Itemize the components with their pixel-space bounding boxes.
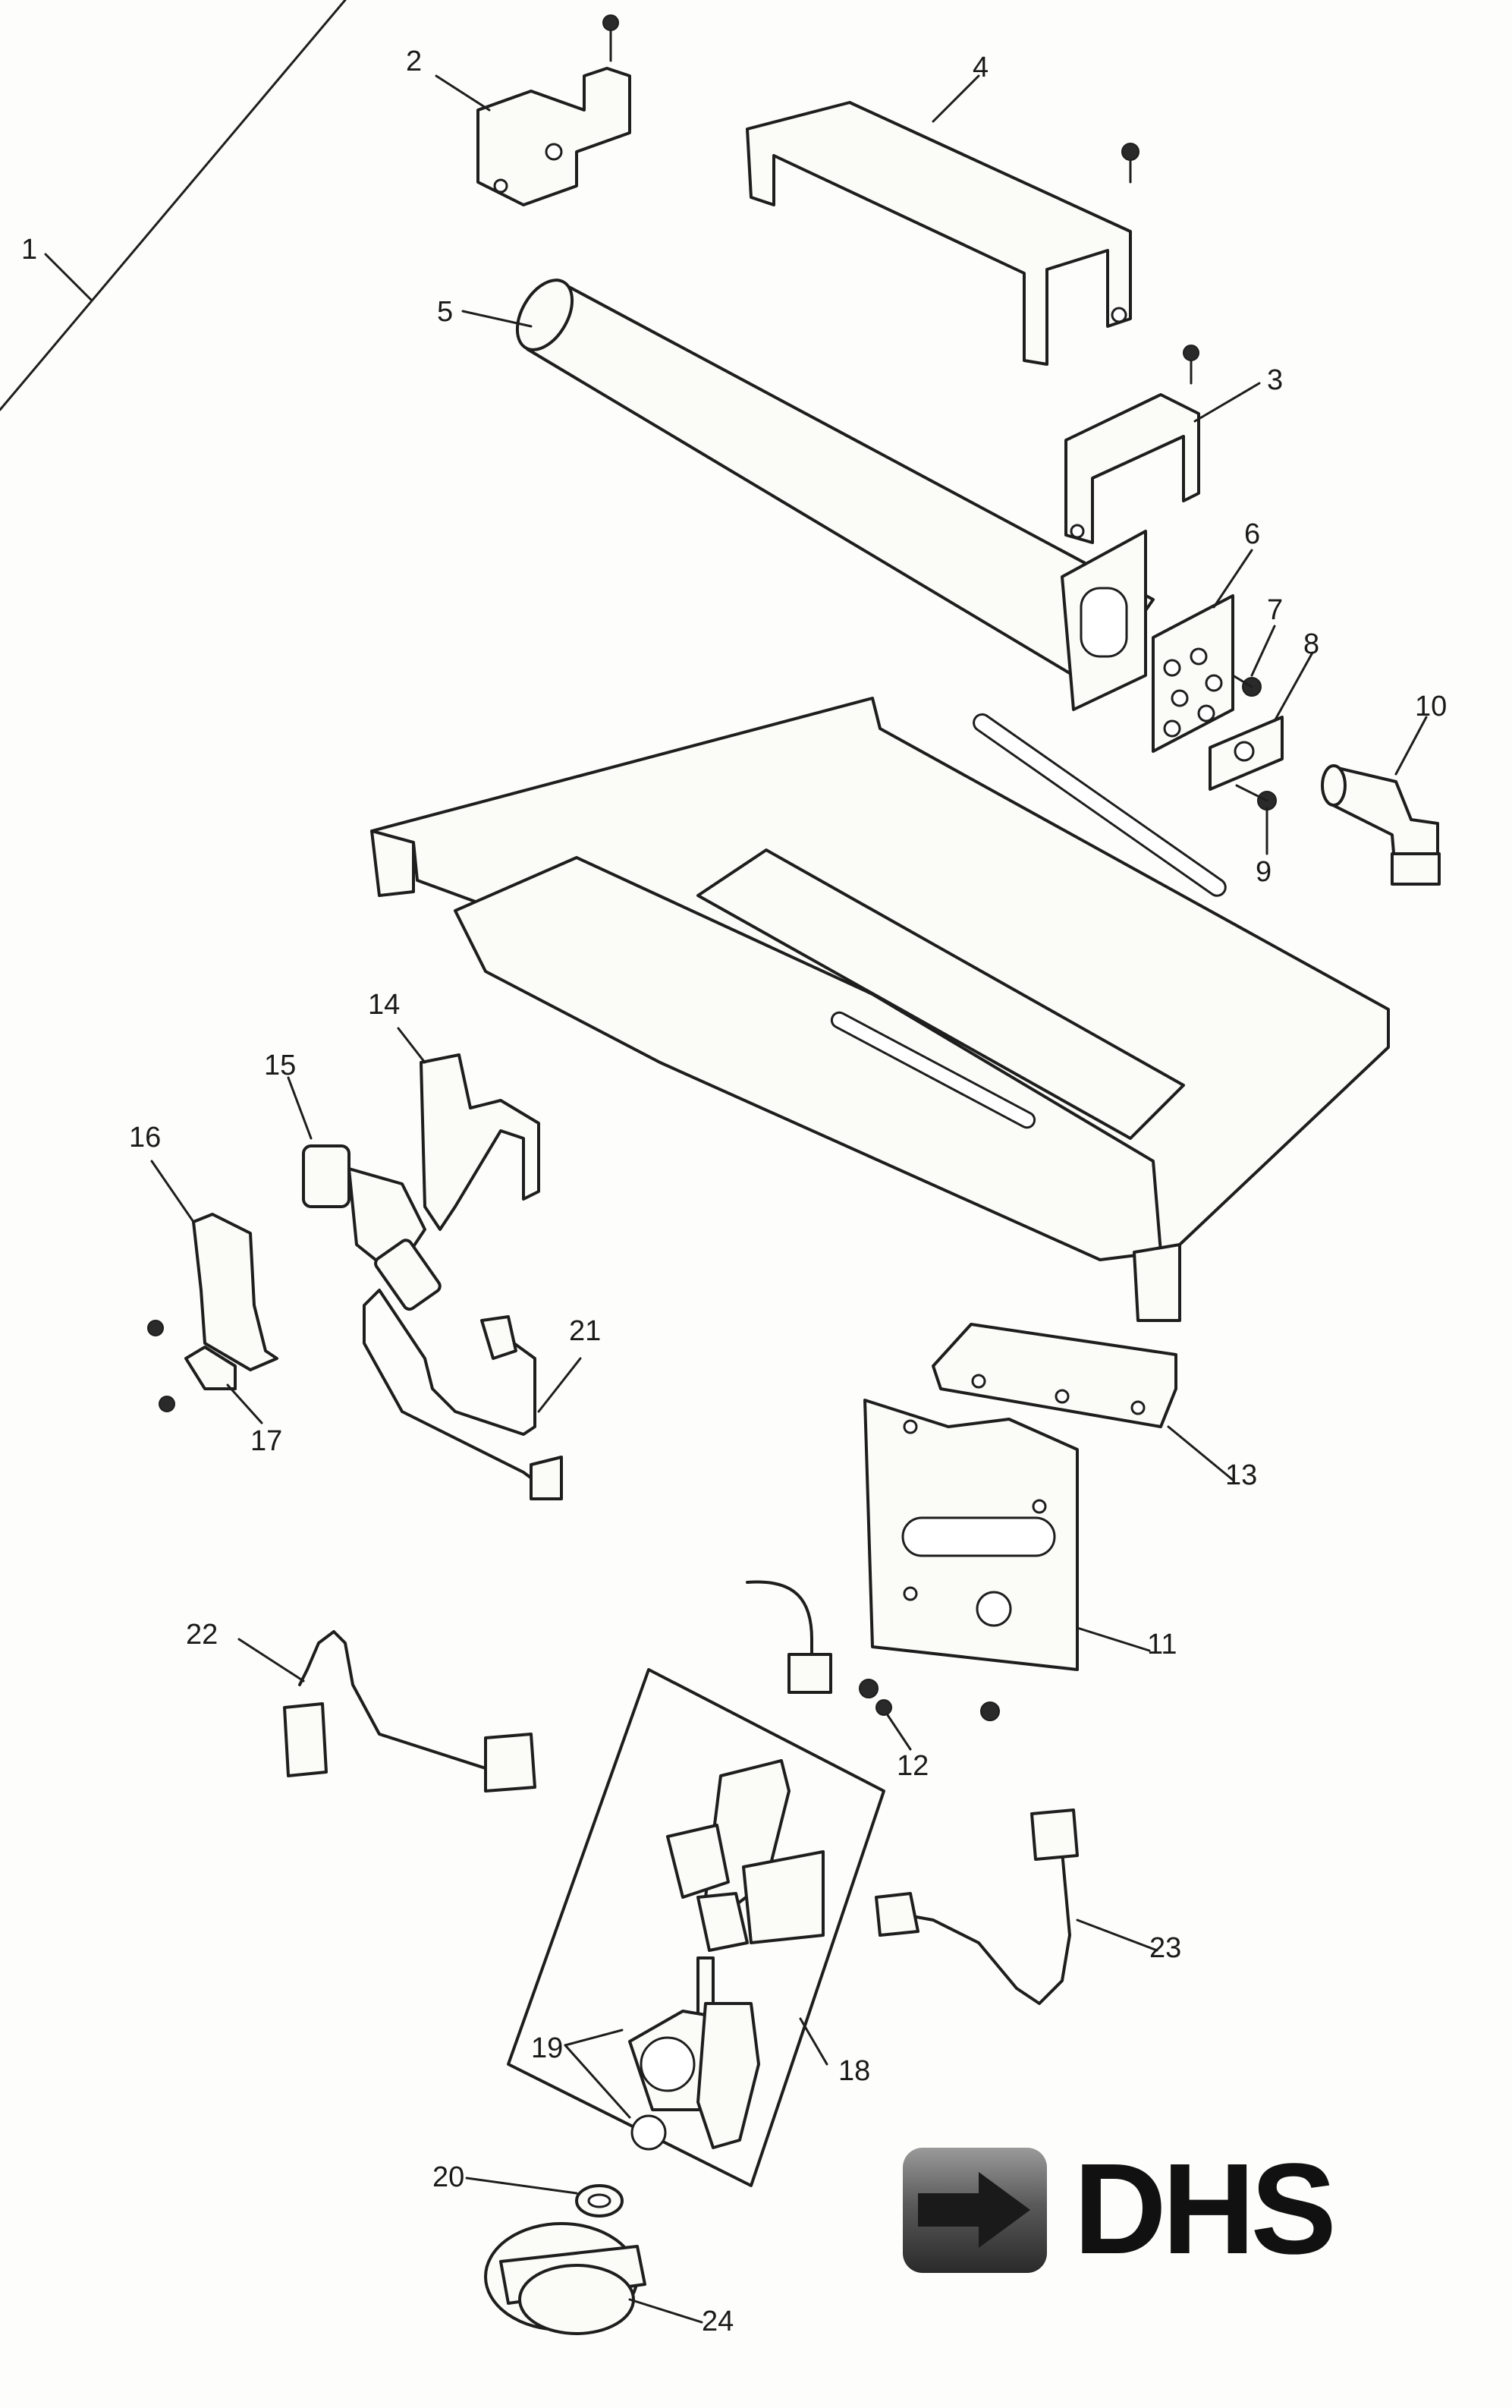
callout-8: 8 [1303,628,1320,660]
callout-5: 5 [437,296,454,328]
bracket-part-16 [192,1213,278,1371]
pilot-assembly-part-15 [302,1144,442,1311]
callout-21: 21 [569,1315,602,1347]
clip-part-17 [147,1320,237,1412]
callout-6: 6 [1244,518,1261,550]
callout-leaders [44,74,1428,2324]
burner-tube-part-5 [515,279,1155,711]
cover-part-4 [746,101,1140,366]
callout-20: 20 [432,2161,465,2193]
gas-valve-box-part-18 [507,1668,885,2187]
screw-part-9 [1235,784,1277,811]
dhs-logo: DHS [903,2137,1479,2281]
bracket-part-3 [1064,345,1200,544]
callout-13: 13 [1225,1459,1258,1491]
callout-2: 2 [406,46,423,77]
heat-shield-part-13 [932,1323,1177,1428]
callout-15: 15 [264,1050,297,1081]
callout-22: 22 [186,1619,218,1651]
callout-10: 10 [1415,691,1448,722]
callout-9: 9 [1256,856,1272,888]
elbow-fitting-part-10 [1321,764,1441,886]
callout-18: 18 [838,2055,871,2087]
callout-1: 1 [21,234,38,266]
callout-7: 7 [1267,594,1284,626]
bracket-part-2 [476,14,631,206]
arrow-icon [903,2148,1047,2273]
logo-text: DHS [1073,2137,1337,2281]
callout-12: 12 [897,1750,929,1782]
clip-part-8 [1209,716,1284,791]
burner-tray [370,697,1390,1322]
washer-part-20 [575,2184,624,2218]
thermocouple-lead [746,1580,832,1694]
plate-part-6 [1152,594,1234,753]
callout-17: 17 [250,1425,283,1457]
callout-16: 16 [129,1122,162,1154]
callout-14: 14 [368,989,401,1021]
panel-part-11 [863,1399,1079,1671]
callout-19: 19 [531,2032,564,2064]
screw-part-7 [1231,674,1262,697]
tube-part-23 [875,1808,1079,2005]
tube-part-21 [363,1289,563,1500]
knob-part-24 [484,2222,646,2335]
screw-part-12 [859,1679,1000,1721]
bracket-part-14 [420,1053,540,1231]
callout-11: 11 [1147,1629,1177,1660]
tube-part-22 [283,1630,536,1793]
assembly-boundary-line [0,0,347,411]
callout-3: 3 [1267,364,1284,396]
callout-23: 23 [1149,1932,1182,1964]
callout-24: 24 [702,2306,734,2337]
callout-4: 4 [973,52,989,83]
